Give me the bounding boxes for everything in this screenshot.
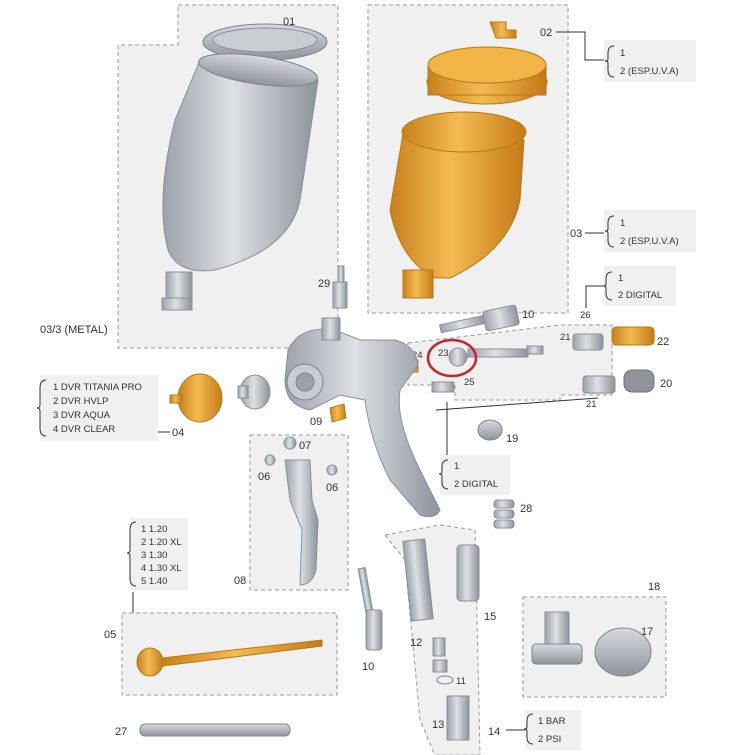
gold-cup-part-03 xyxy=(389,21,548,299)
highlight-circle-part-23 xyxy=(426,338,478,378)
option-05-4: 4 1.30 XL xyxy=(141,563,182,574)
needle-rod xyxy=(435,397,599,411)
option-03-1: 1 xyxy=(620,218,625,229)
part-08-trigger xyxy=(284,459,319,586)
option-05-3: 3 1.30 xyxy=(141,550,167,561)
part-15-connector xyxy=(456,544,480,602)
callout-02: 02 xyxy=(540,27,552,39)
part-04-fluid-nozzle xyxy=(237,374,271,410)
part-20-cap xyxy=(623,369,655,393)
callout-04: 04 xyxy=(172,427,184,439)
part-19-disc xyxy=(477,419,503,441)
callout-10-upper: 10 xyxy=(522,309,534,321)
part-22-nut xyxy=(611,326,655,346)
spindle-assembly xyxy=(409,333,616,394)
part-11-valve-seals xyxy=(432,637,454,685)
option-04-4: 4 DVR CLEAR xyxy=(53,424,115,435)
part-17-gauge xyxy=(594,627,652,677)
leader-26 xyxy=(585,285,604,308)
leader-02 xyxy=(556,31,605,61)
metal-cup-part-01 xyxy=(161,23,328,311)
part-05-needle xyxy=(136,639,323,677)
callout-11: 11 xyxy=(456,676,466,687)
options-box-03 xyxy=(604,210,696,252)
part-06-screw-right xyxy=(326,464,338,476)
option-26-1: 1 xyxy=(618,273,623,284)
option-26-2: 2 DIGITAL xyxy=(618,290,662,301)
callout-21-top: 21 xyxy=(560,332,571,343)
part-12-valve-body xyxy=(402,538,434,622)
callout-17: 17 xyxy=(641,626,653,638)
options-box-05 xyxy=(130,518,188,590)
option-04-3: 3 DVR AQUA xyxy=(53,410,111,421)
options-box-25 xyxy=(440,455,510,495)
callout-19: 19 xyxy=(506,433,518,445)
option-03-2: 2 (ESP.U.V.A) xyxy=(620,236,679,247)
callout-21-bottom: 21 xyxy=(586,399,597,410)
callout-09: 09 xyxy=(310,416,322,428)
callout-03-3-metal: 03/3 (METAL) xyxy=(40,324,108,336)
part-09-gold-fitting xyxy=(329,403,347,423)
gun-body xyxy=(284,317,441,518)
part-07-pin xyxy=(283,436,297,450)
callout-14: 14 xyxy=(488,726,500,738)
option-25-1: 1 xyxy=(454,461,459,472)
option-05-2: 2 1.20 XL xyxy=(141,537,182,548)
callout-12: 12 xyxy=(410,637,422,649)
callout-23: 23 xyxy=(438,348,449,359)
part-04-air-cap xyxy=(169,373,223,423)
callout-27: 27 xyxy=(115,726,127,738)
callout-06-right: 06 xyxy=(326,482,338,494)
callout-24: 24 xyxy=(412,350,423,361)
option-25-2: 2 DIGITAL xyxy=(454,479,498,490)
options-box-02 xyxy=(604,40,696,82)
callout-29: 29 xyxy=(318,278,330,290)
callout-15: 15 xyxy=(484,611,496,623)
option-02-1: 1 xyxy=(620,48,625,59)
part-28-spring xyxy=(493,499,515,529)
option-14-1: 1 BAR xyxy=(538,716,566,727)
callout-18: 18 xyxy=(648,581,660,593)
callout-20: 20 xyxy=(660,378,672,390)
option-05-5: 5 1.40 xyxy=(141,576,167,587)
callout-26: 26 xyxy=(580,310,591,321)
part-10-upper-screw xyxy=(439,304,520,334)
callout-03: 03 xyxy=(570,228,582,240)
callout-25: 25 xyxy=(464,377,475,388)
callout-05: 05 xyxy=(104,629,116,641)
option-14-2: 2 PSI xyxy=(538,734,561,745)
callout-13: 13 xyxy=(432,719,444,731)
part-13-air-valve xyxy=(446,695,470,741)
options-box-04 xyxy=(40,375,158,441)
option-02-2: 2 (ESP.U.V.A) xyxy=(620,66,679,77)
option-04-1: 1 DVR TITANIA PRO xyxy=(53,382,142,393)
part-18-regulator xyxy=(531,611,583,665)
callout-08: 08 xyxy=(234,575,246,587)
part-27-rod xyxy=(139,723,291,737)
option-05-1: 1 1.20 xyxy=(141,524,167,535)
panel-spindle xyxy=(407,324,613,401)
part-10-lower-screw xyxy=(357,567,383,651)
options-box-14 xyxy=(525,710,581,750)
callout-10-lower: 10 xyxy=(362,661,374,673)
option-04-2: 2 DVR HVLP xyxy=(53,396,108,407)
callout-01: 01 xyxy=(283,16,295,28)
callout-28: 28 xyxy=(520,503,532,515)
part-06-screw-left xyxy=(264,454,276,466)
part-29-adjuster xyxy=(332,265,348,309)
callout-06-left: 06 xyxy=(258,471,270,483)
options-box-26 xyxy=(604,266,676,306)
callout-07: 07 xyxy=(299,440,311,452)
callout-22: 22 xyxy=(657,336,669,348)
